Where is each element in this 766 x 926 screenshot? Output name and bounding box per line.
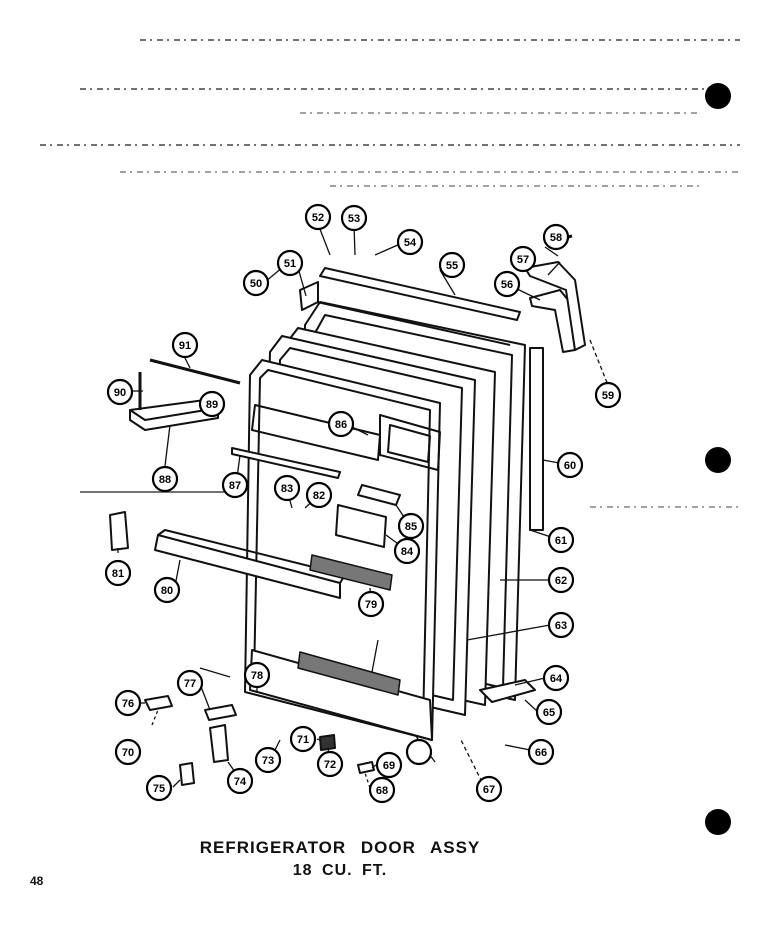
- callout-59: 59: [594, 381, 622, 409]
- callout-84: 84: [393, 537, 421, 565]
- scan-noise: [40, 39, 740, 508]
- svg-text:90: 90: [114, 387, 126, 399]
- svg-text:87: 87: [229, 480, 241, 492]
- svg-text:52: 52: [312, 212, 324, 224]
- callout-78: 78: [243, 661, 271, 689]
- callout-72: 72: [316, 750, 344, 778]
- svg-text:56: 56: [501, 279, 513, 291]
- svg-text:68: 68: [376, 785, 388, 797]
- svg-text:81: 81: [112, 568, 124, 580]
- callout-82: 82: [305, 481, 333, 509]
- callout-51: 51: [276, 249, 304, 277]
- svg-text:63: 63: [555, 620, 567, 632]
- callout-54: 54: [396, 228, 424, 256]
- svg-text:62: 62: [555, 575, 567, 587]
- callout-85: 85: [397, 512, 425, 540]
- svg-text:76: 76: [122, 698, 134, 710]
- svg-text:59: 59: [602, 390, 614, 402]
- callout-57: 57: [509, 245, 537, 273]
- callout-91: 91: [171, 331, 199, 359]
- svg-text:85: 85: [405, 521, 417, 533]
- callout-87: 87: [221, 471, 249, 499]
- svg-text:84: 84: [401, 546, 414, 558]
- svg-text:50: 50: [250, 278, 262, 290]
- svg-text:64: 64: [550, 673, 563, 685]
- svg-text:83: 83: [281, 483, 293, 495]
- svg-text:65: 65: [543, 707, 555, 719]
- callout-66-right: 66: [527, 738, 555, 766]
- svg-text:54: 54: [404, 237, 417, 249]
- svg-text:60: 60: [564, 460, 576, 472]
- svg-text:69: 69: [383, 760, 395, 772]
- callout-67: [405, 738, 433, 766]
- svg-text:79: 79: [365, 599, 377, 611]
- svg-text:77: 77: [184, 678, 196, 690]
- callout-75: 75: [145, 774, 173, 802]
- callout-74: 74: [226, 767, 254, 795]
- callout-77: 77: [176, 669, 204, 697]
- svg-text:73: 73: [262, 755, 274, 767]
- svg-text:78: 78: [251, 670, 263, 682]
- svg-text:53: 53: [348, 213, 360, 225]
- svg-text:55: 55: [446, 260, 458, 272]
- punch-holes: [705, 83, 731, 835]
- callout-83: 83: [273, 474, 301, 502]
- page-number: 48: [30, 874, 44, 888]
- svg-text:91: 91: [179, 340, 191, 352]
- callout-90: 90: [106, 378, 134, 406]
- callout-69: 68: [368, 776, 396, 804]
- callout-86-upper: 86: [327, 410, 355, 438]
- callout-71: 71: [289, 725, 317, 753]
- diagram-title: REFRIGERATOR DOOR ASSY: [199, 838, 481, 857]
- callout-70: 69: [375, 751, 403, 779]
- svg-text:66: 66: [535, 747, 547, 759]
- callout-60: 60: [556, 451, 584, 479]
- svg-text:67: 67: [483, 784, 495, 796]
- door-parts: [109, 234, 586, 786]
- svg-text:72: 72: [324, 759, 336, 771]
- callout-56: 56: [493, 270, 521, 298]
- svg-text:51: 51: [284, 258, 296, 270]
- callout-79-upper: 79: [357, 590, 385, 618]
- callout-62: 62: [547, 566, 575, 594]
- svg-text:61: 61: [555, 535, 567, 547]
- callout-68: 67: [475, 775, 503, 803]
- callout-64: 64: [542, 664, 570, 692]
- callout-58: 58: [542, 223, 570, 251]
- svg-text:89: 89: [206, 399, 218, 411]
- callout-55: 55: [438, 251, 466, 279]
- callout-66-left: 70: [114, 738, 142, 766]
- callouts: 52 53 54 55 58 57 56 59 51 50 91 90 89 8…: [104, 203, 622, 804]
- callout-88: 88: [151, 465, 179, 493]
- callout-89: 89: [198, 390, 226, 418]
- callout-61: 61: [547, 526, 575, 554]
- svg-text:58: 58: [550, 232, 562, 244]
- svg-text:74: 74: [234, 776, 247, 788]
- svg-text:71: 71: [297, 734, 309, 746]
- diagram-subtitle: 18 CU. FT.: [292, 862, 388, 879]
- callout-65: 65: [535, 698, 563, 726]
- callout-53: 53: [340, 204, 368, 232]
- svg-text:57: 57: [517, 254, 529, 266]
- callout-80-shelf: 80: [153, 576, 181, 604]
- callout-50: 50: [242, 269, 270, 297]
- svg-text:70: 70: [122, 747, 134, 759]
- svg-text:88: 88: [159, 474, 171, 486]
- svg-text:86: 86: [335, 419, 347, 431]
- svg-text:82: 82: [313, 490, 325, 502]
- callout-73: 73: [254, 746, 282, 774]
- svg-text:80: 80: [161, 585, 173, 597]
- svg-text:75: 75: [153, 783, 165, 795]
- callout-63: 63: [547, 611, 575, 639]
- callout-76: 76: [114, 689, 142, 717]
- callout-52: 52: [304, 203, 332, 231]
- callout-81: 81: [104, 559, 132, 587]
